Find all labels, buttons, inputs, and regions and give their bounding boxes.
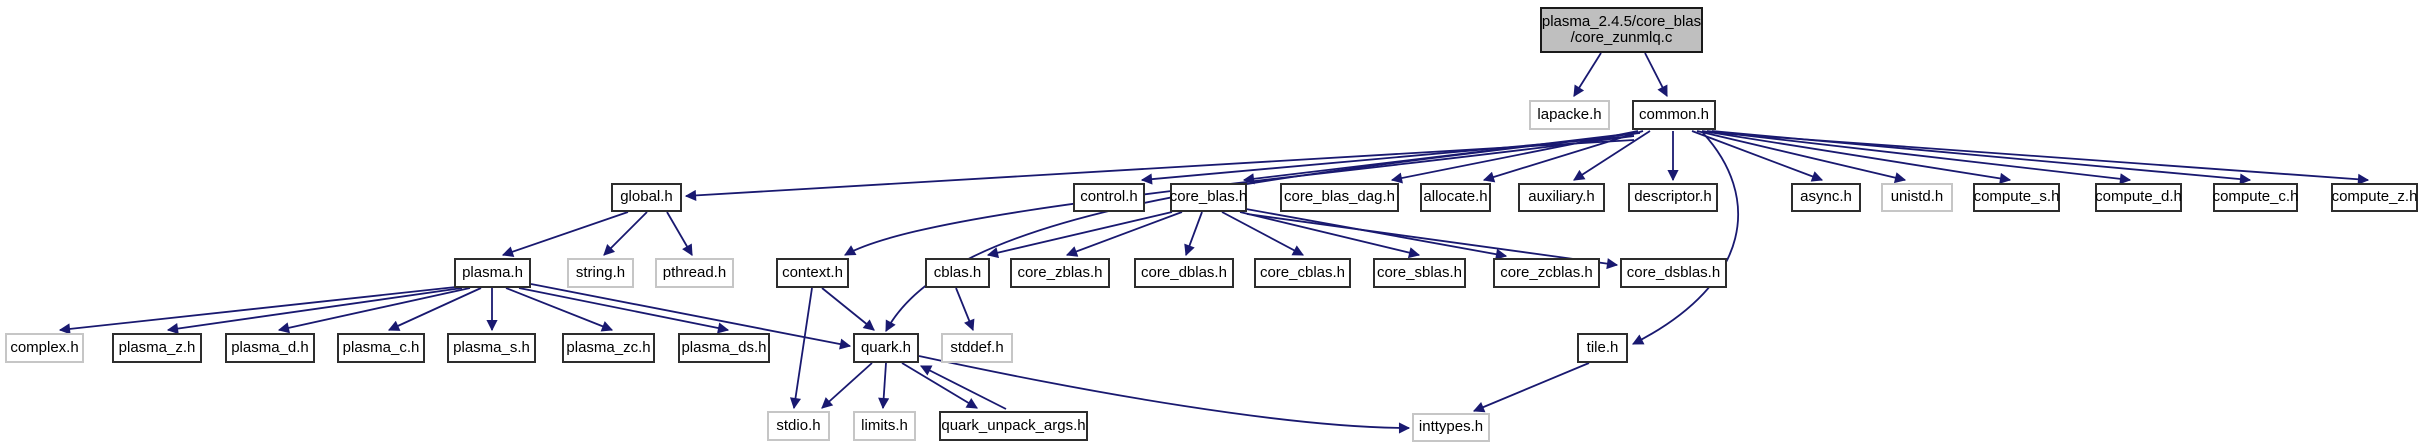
root-label-line1: plasma_2.4.5/core_blas — [1541, 12, 1702, 30]
edge-quark-to-inttypes — [918, 355, 1411, 434]
node-plasma-d-h[interactable]: plasma_d.h — [225, 333, 315, 363]
node-quark-unpack-args-h[interactable]: quark_unpack_args.h — [939, 411, 1088, 441]
edge-common-to-async — [1691, 130, 1824, 182]
node-context-h[interactable]: context.h — [776, 258, 849, 288]
edge-global-to-pthread — [666, 211, 693, 256]
edge-common-to-allocate — [1482, 130, 1644, 183]
edge-root-to-lapacke — [1573, 52, 1602, 97]
edge-context-to-stdio — [789, 287, 813, 410]
node-quark-h[interactable]: quark.h — [853, 333, 919, 363]
node-core-blas-h[interactable]: core_blas.h — [1170, 183, 1247, 212]
edge-common-to-auxiliary — [1573, 130, 1651, 181]
node-plasma-h[interactable]: plasma.h — [454, 258, 531, 288]
edge-plasma-to-plasma-d — [277, 287, 471, 334]
edge-common-to-tile — [1632, 132, 1740, 345]
node-pthread-h: pthread.h — [655, 258, 734, 288]
edge-global-to-string — [603, 211, 648, 256]
node-plasma-ds-h[interactable]: plasma_ds.h — [678, 333, 770, 363]
node-control-h[interactable]: control.h — [1073, 183, 1145, 212]
node-core-dsblas-h[interactable]: core_dsblas.h — [1620, 258, 1727, 288]
node-tile-h[interactable]: tile.h — [1577, 333, 1628, 363]
edge-plasma-to-plasma-ds — [518, 287, 730, 334]
node-compute-d-h[interactable]: compute_d.h — [2095, 183, 2182, 212]
node-core-zblas-h[interactable]: core_zblas.h — [1010, 258, 1110, 288]
edge-plasma-to-complex — [58, 286, 457, 335]
edge-root-to-common — [1644, 52, 1668, 97]
edge-plasma-to-quark — [530, 283, 852, 350]
node-plasma-zc-h[interactable]: plasma_zc.h — [562, 333, 655, 363]
node-descriptor-h[interactable]: descriptor.h — [1628, 183, 1718, 212]
edge-global-to-plasma — [501, 211, 629, 258]
edge-core-blas-to-core-dblas — [1184, 211, 1203, 257]
edge-core-blas-to-core-sblas — [1239, 211, 1421, 259]
node-core-zcblas-h[interactable]: core_zcblas.h — [1493, 258, 1600, 288]
node-allocate-h[interactable]: allocate.h — [1420, 183, 1491, 212]
node-compute-s-h[interactable]: compute_s.h — [1973, 183, 2060, 212]
node-cblas-h[interactable]: cblas.h — [925, 258, 990, 288]
edge-cblas-to-stddef — [955, 287, 975, 332]
node-string-h: string.h — [567, 258, 634, 288]
edge-plasma-to-plasma-c — [387, 287, 482, 331]
edge-quark-to-limits — [878, 362, 890, 410]
edge-core-blas-to-cblas — [986, 211, 1173, 259]
node-core-sblas-h[interactable]: core_sblas.h — [1373, 258, 1466, 288]
root-label-line2: /core_zunmlq.c — [1570, 29, 1673, 46]
node-plasma-c-h[interactable]: plasma_c.h — [337, 333, 425, 363]
edge-core-blas-to-core-dsblas — [1246, 213, 1619, 270]
node-limits-h: limits.h — [853, 411, 916, 441]
edge-common-to-unistd — [1696, 130, 1907, 184]
edge-quark-unpack-args-to-quark — [920, 365, 1007, 410]
node-async-h[interactable]: async.h — [1791, 183, 1861, 212]
node-core-cblas-h[interactable]: core_cblas.h — [1254, 258, 1351, 288]
node-compute-c-h[interactable]: compute_c.h — [2213, 183, 2298, 212]
edge-quark-to-quark-unpack-args — [901, 362, 978, 409]
node-inttypes-h: inttypes.h — [1412, 413, 1490, 442]
node-plasma-s-h[interactable]: plasma_s.h — [447, 333, 536, 363]
node-plasma-z-h[interactable]: plasma_z.h — [112, 333, 202, 363]
node-global-h[interactable]: global.h — [611, 183, 682, 212]
node-lapacke-h: lapacke.h — [1529, 100, 1610, 130]
node-common-h[interactable]: common.h — [1632, 100, 1716, 130]
edge-quark-to-stdio — [821, 362, 873, 409]
node-core-zunmlq-c: plasma_2.4.5/core_blas /core_zunmlq.c — [1540, 7, 1703, 53]
edge-core-blas-to-core-cblas — [1221, 211, 1304, 256]
node-core-blas-dag-h[interactable]: core_blas_dag.h — [1280, 183, 1399, 212]
edge-common-to-core-blas-dag — [1390, 130, 1639, 184]
edge-common-to-compute-z — [1715, 132, 2370, 185]
edge-tile-to-inttypes — [1472, 362, 1590, 413]
node-compute-z-h[interactable]: compute_z.h — [2331, 183, 2418, 212]
node-auxiliary-h[interactable]: auxiliary.h — [1518, 183, 1605, 212]
node-stddef-h: stddef.h — [941, 333, 1013, 363]
edge-context-to-quark — [821, 287, 875, 331]
node-unistd-h: unistd.h — [1881, 183, 1953, 212]
node-core-dblas-h[interactable]: core_dblas.h — [1134, 258, 1234, 288]
edge-plasma-to-plasma-z — [166, 287, 463, 335]
edge-core-blas-to-core-zblas — [1065, 211, 1183, 257]
edge-plasma-to-plasma-zc — [505, 287, 614, 332]
edge-common-to-compute-d — [1706, 130, 2132, 185]
node-complex-h: complex.h — [5, 333, 84, 363]
node-stdio-h: stdio.h — [767, 411, 830, 441]
edge-common-to-compute-s — [1701, 130, 2012, 184]
